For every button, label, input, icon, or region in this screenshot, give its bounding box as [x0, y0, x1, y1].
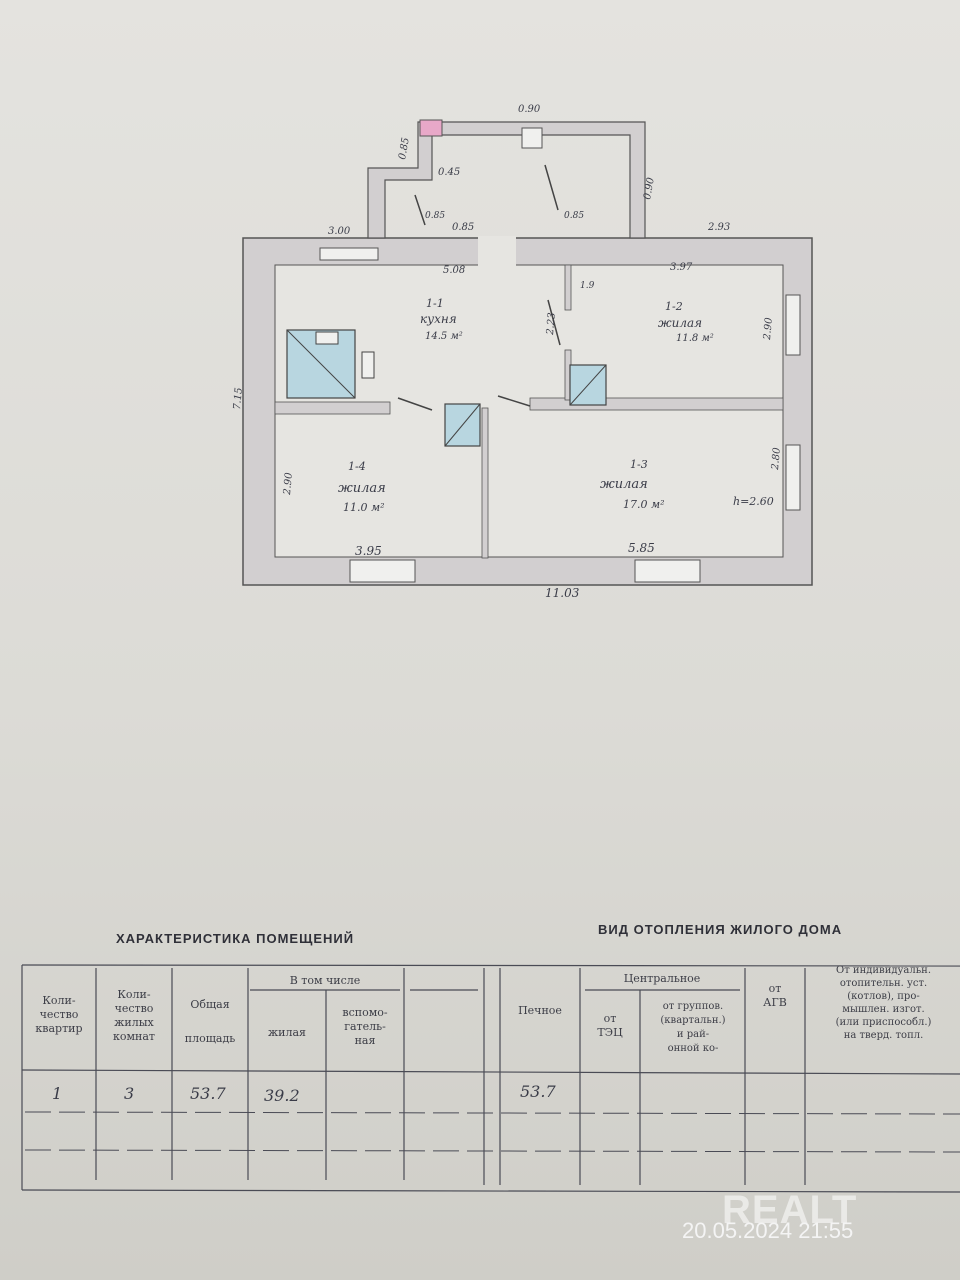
room-1-2-id: 1-2 — [665, 300, 683, 313]
dim-top-small: 0.90 — [518, 104, 541, 115]
dim-porch-inner-a: 0.45 — [438, 167, 460, 178]
room-1-1-id: 1-1 — [426, 297, 444, 310]
dim-left-wall: 7.15 — [232, 387, 245, 410]
room-1-3-name: жилая — [600, 477, 648, 492]
dim-room2-top: 3.97 — [670, 262, 693, 273]
header-central: Центральное — [623, 972, 701, 985]
stove-kitchen-burner — [315, 331, 339, 345]
realt-watermark: REALT — [722, 1188, 858, 1232]
dim-room2-right: 2.90 — [762, 316, 775, 341]
header-rooms: Коли- чество жилых комнат — [112, 988, 156, 1043]
dim-room4-side: 2.90 — [282, 471, 295, 496]
header-auxiliary: вспомо- гатель- ная — [342, 1006, 388, 1047]
window-bottom-left — [349, 559, 416, 583]
value-living-area: 39.2 — [264, 1086, 300, 1105]
room-1-4-name: жилая — [338, 481, 386, 496]
window-right-lower — [785, 444, 801, 511]
dim-total-width: 11.03 — [545, 586, 580, 600]
value-stove-heating: 53.7 — [520, 1082, 556, 1101]
wall-kitchen-room2-upper — [564, 264, 572, 311]
room-1-3-area: 17.0 м² — [623, 498, 665, 511]
entrance-door-gap — [478, 236, 516, 268]
room-1-4-area: 11.0 м² — [343, 501, 385, 514]
header-agv: от АГВ — [763, 982, 787, 1009]
dim-porch-door: 0.85 — [564, 211, 584, 221]
dim-kitchen-top: 5.08 — [443, 265, 465, 276]
window-top-left — [319, 247, 379, 261]
value-total-area: 53.7 — [190, 1084, 226, 1103]
room-1-2-name: жилая — [658, 316, 702, 330]
floor-plan: 0.90 0.85 0.90 0.45 0.85 0.85 0.85 3.00 … — [232, 104, 813, 600]
header-stove: Печное — [518, 1004, 562, 1017]
porch-post — [521, 127, 543, 149]
door-room3 — [497, 395, 531, 407]
stove-room2-diagonal — [569, 364, 607, 406]
stove-kitchen-diagonal — [286, 329, 356, 399]
header-including: В том числе — [289, 974, 361, 987]
dim-room3-bottom: 5.85 — [628, 541, 655, 555]
door-room4 — [397, 397, 433, 411]
stove-room4-diagonal — [444, 403, 481, 447]
header-tec: от ТЭЦ — [597, 1012, 623, 1039]
door-kitchen — [547, 299, 561, 346]
door-porch-left — [414, 194, 426, 226]
header-individual: От индивидуальн. отопительн. уст. (котло… — [835, 965, 932, 1041]
dim-room2-side: 1.9 — [580, 281, 595, 291]
header-total-area: Общая площадь — [184, 998, 236, 1045]
header-apartments: Коли- чество квартир — [35, 994, 83, 1035]
room-1-2-area: 11.8 м² — [676, 333, 714, 344]
room-1-1-name: кухня — [420, 312, 457, 326]
value-apartments: 1 — [52, 1084, 63, 1103]
room-1-3-id: 1-3 — [630, 458, 648, 471]
photo-timestamp: 20.05.2024 21:55 — [682, 1218, 854, 1243]
wall-kitchen-room4 — [274, 401, 391, 415]
header-group-heating: от группов. (квартальн.) и рай- онной ко… — [660, 1001, 726, 1054]
room-1-1-area: 14.5 м² — [425, 331, 463, 342]
ceiling-height: h=2.60 — [733, 495, 774, 508]
dim-porch-right: 0.90 — [642, 176, 657, 200]
table-right-title: ВИД ОТОПЛЕНИЯ ЖИЛОГО ДОМА — [598, 922, 843, 937]
dim-kitchen-door: 2.23 — [545, 312, 558, 336]
dim-porch-inner-b: 0.85 — [452, 222, 474, 233]
window-right-upper — [785, 294, 801, 356]
header-living: жилая — [268, 1026, 306, 1039]
dim-room4-bottom: 3.95 — [355, 544, 382, 558]
dim-top-right: 2.93 — [707, 222, 730, 233]
dim-room3-right: 2.80 — [770, 446, 783, 471]
porch-wall — [367, 121, 646, 239]
value-rooms: 3 — [124, 1084, 135, 1103]
door-porch-right — [544, 164, 559, 211]
table-left-title: ХАРАКТЕРИСТИКА ПОМЕЩЕНИЙ — [116, 931, 355, 946]
table-grid — [21, 964, 960, 1193]
dim-porch-door2: 0.85 — [425, 211, 445, 221]
porch-corner-marker — [419, 119, 443, 137]
room-1-4-id: 1-4 — [348, 460, 366, 473]
wall-room4-room3 — [481, 407, 489, 559]
dim-porch-left: 0.85 — [397, 137, 412, 161]
window-bottom-right — [634, 559, 701, 583]
characteristics-table: Коли- чество квартир Коли- чество жилых … — [0, 960, 960, 1200]
sink — [361, 351, 375, 379]
dim-top-left: 3.00 — [328, 226, 351, 237]
